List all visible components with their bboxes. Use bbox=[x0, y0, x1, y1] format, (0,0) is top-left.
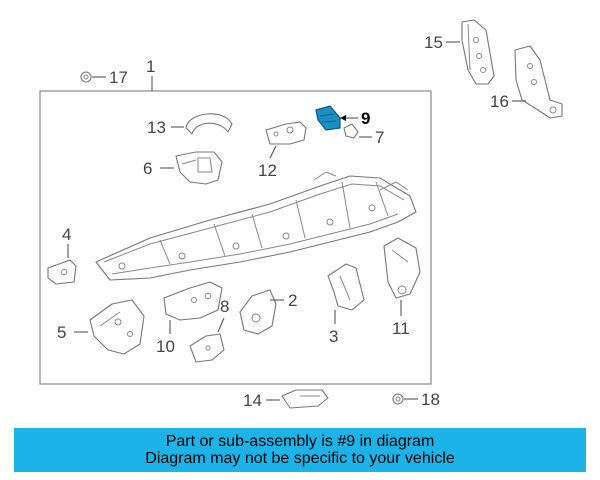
part-11[interactable] bbox=[383, 237, 421, 299]
part-9-highlighted[interactable] bbox=[315, 105, 341, 131]
assembly-box bbox=[39, 90, 432, 385]
callout-12: 12 bbox=[258, 161, 277, 180]
callout-16: 16 bbox=[490, 92, 509, 111]
callout-1: 1 bbox=[146, 57, 155, 76]
parts-diagram: 1 17 15 16 13 9 7 bbox=[39, 19, 563, 410]
part-4[interactable] bbox=[47, 259, 77, 285]
part-10[interactable] bbox=[163, 281, 223, 321]
part-13[interactable] bbox=[185, 113, 233, 135]
callout-6: 6 bbox=[143, 159, 152, 178]
part-12[interactable] bbox=[265, 121, 307, 145]
callout-17: 17 bbox=[109, 68, 128, 87]
callout-14: 14 bbox=[243, 391, 262, 410]
part-7[interactable] bbox=[343, 123, 359, 139]
part-14[interactable] bbox=[281, 389, 329, 409]
part-6[interactable] bbox=[175, 151, 223, 185]
callout-11: 11 bbox=[392, 319, 410, 338]
part-18[interactable] bbox=[392, 393, 404, 405]
part-8[interactable] bbox=[189, 333, 225, 363]
callout-7: 7 bbox=[375, 128, 384, 147]
callout-3: 3 bbox=[329, 327, 338, 346]
banner-line-1: Part or sub-assembly is #9 in diagram bbox=[165, 433, 435, 450]
frame-rail-assembly[interactable] bbox=[95, 171, 417, 281]
part-17[interactable] bbox=[80, 71, 92, 83]
notice-banner: Part or sub-assembly is #9 in diagram Di… bbox=[14, 428, 586, 472]
callout-5: 5 bbox=[57, 323, 66, 342]
callout-15: 15 bbox=[424, 33, 443, 52]
callout-4: 4 bbox=[62, 225, 71, 244]
part-2[interactable] bbox=[239, 289, 277, 335]
callout-9: 9 bbox=[361, 109, 370, 128]
callout-13: 13 bbox=[147, 118, 166, 137]
part-3[interactable] bbox=[327, 263, 365, 311]
callout-10: 10 bbox=[156, 337, 175, 356]
part-5[interactable] bbox=[89, 299, 145, 355]
callout-2: 2 bbox=[288, 291, 297, 310]
callout-18: 18 bbox=[421, 390, 440, 409]
banner-line-2: Diagram may not be specific to your vehi… bbox=[145, 450, 455, 467]
part-16[interactable] bbox=[514, 45, 563, 119]
callout-8: 8 bbox=[220, 297, 229, 316]
part-15[interactable] bbox=[461, 19, 495, 85]
